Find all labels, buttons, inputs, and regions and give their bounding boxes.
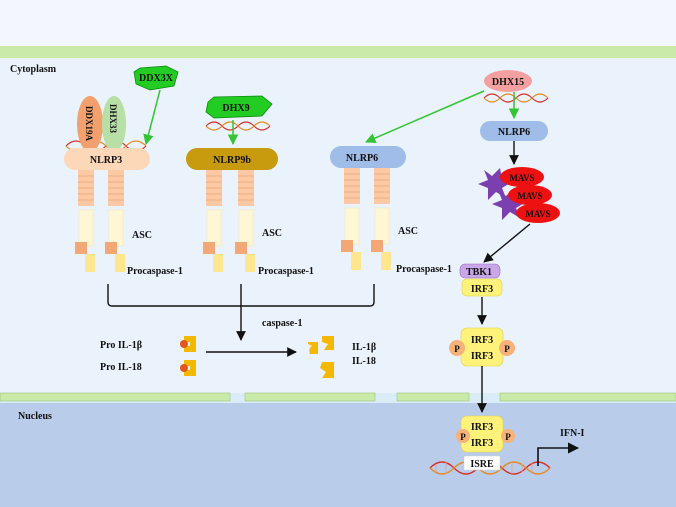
- nlrp9b-complex: NLRP9b: [186, 148, 278, 272]
- nlrp6-label-right: NLRP6: [498, 127, 530, 138]
- ddx3x-arrow: [143, 89, 161, 146]
- il1b-shapes: [308, 336, 334, 354]
- il1b-label: IL-1β: [352, 342, 376, 353]
- caspase-label: caspase-1: [262, 318, 303, 329]
- dhx9-helicase: DHX9: [205, 95, 273, 119]
- phospho-label-3: P: [460, 432, 466, 442]
- nlrp9b-label: NLRP9b: [213, 155, 251, 166]
- dhx15-label: DHX15: [492, 77, 524, 88]
- phospho-label-4: P: [505, 432, 511, 442]
- irf3-dimer-nucleus: IRF3 IRF3 P P: [456, 415, 515, 453]
- nlrp6-right: NLRP6: [480, 121, 548, 141]
- isre-label: ISRE: [470, 459, 494, 470]
- il18-label: IL-18: [352, 356, 376, 367]
- dhx33-helicase: DHX33: [102, 96, 126, 152]
- pro-il18-shape: [180, 360, 196, 376]
- mavs-to-tbk1-arrow: [483, 223, 531, 263]
- il18-shape: [320, 362, 334, 378]
- nlrp3-label: NLRP3: [90, 155, 122, 166]
- phospho-label-1: P: [454, 344, 460, 354]
- nlrp6-label-middle: NLRP6: [346, 153, 378, 164]
- procaspase-label-3: Procaspase-1: [396, 264, 452, 275]
- phospho-label-2: P: [504, 344, 510, 354]
- irf3-label-4: IRF3: [471, 422, 493, 433]
- cytoplasm-label: Cytoplasm: [10, 64, 57, 75]
- ddx19a-helicase: DDX19A: [77, 96, 103, 152]
- mavs-label-3: MAVS: [525, 209, 550, 219]
- nlrp3-complex: NLRP3: [64, 148, 150, 272]
- cell-membrane: [0, 46, 676, 58]
- pro-il1b-label: Pro IL-1β: [100, 340, 142, 351]
- procaspase-label-1: Procaspase-1: [127, 266, 183, 277]
- rna-strand-dhx9: [205, 121, 271, 131]
- asc-label-3: ASC: [398, 226, 418, 237]
- nuclear-envelope: [0, 392, 676, 403]
- transcription-arrow: [537, 442, 580, 466]
- isre-box: ISRE: [463, 455, 501, 471]
- tbk1-label: TBK1: [466, 267, 492, 278]
- procaspase-label-2: Procaspase-1: [258, 266, 314, 277]
- irf3-label-2: IRF3: [471, 335, 493, 346]
- rna-strand-dhx15: [483, 93, 549, 103]
- pro-il18-label: Pro IL-18: [100, 362, 142, 373]
- tbk1-irf3-complex: TBK1 IRF3: [459, 263, 503, 297]
- dhx33-label: DHX33: [108, 104, 118, 133]
- mavs-label-2: MAVS: [517, 191, 542, 201]
- irf3-label-1: IRF3: [471, 284, 493, 295]
- nucleus-region: [0, 400, 676, 507]
- nucleus-label: Nucleus: [18, 411, 52, 422]
- mavs-aggregate: MAVS MAVS MAVS: [478, 167, 560, 223]
- irf3-label-3: IRF3: [471, 351, 493, 362]
- mavs-label-1: MAVS: [509, 173, 534, 183]
- ddx19a-label: DDX19A: [84, 106, 94, 141]
- dhx15-helicase: DHX15: [484, 70, 532, 92]
- asc-label-2: ASC: [262, 228, 282, 239]
- ddx3x-label: DDX3X: [139, 73, 174, 84]
- nlrp6-complex-middle: NLRP6: [330, 146, 406, 270]
- ddx3x-helicase: DDX3X: [133, 65, 179, 91]
- dhx15-to-nlrp6-arrow: [365, 90, 485, 144]
- dhx9-label: DHX9: [222, 103, 249, 114]
- asc-label-1: ASC: [132, 230, 152, 241]
- pro-il1b-shape: [180, 336, 196, 352]
- irf3-label-5: IRF3: [471, 438, 493, 449]
- ifn-label: IFN-I: [560, 428, 585, 439]
